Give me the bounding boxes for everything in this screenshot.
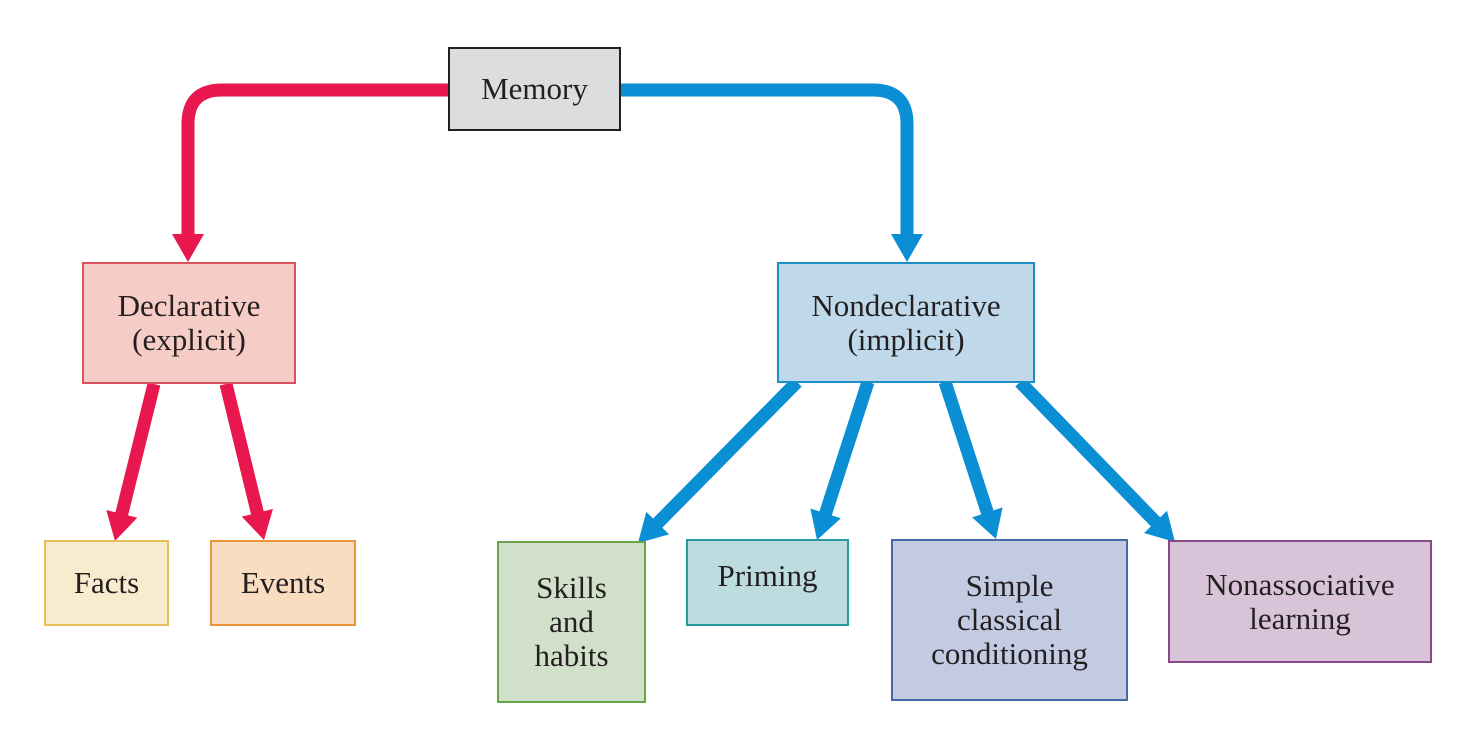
node-nonassociative-label: Nonassociative learning [1205,566,1395,636]
node-memory-label: Memory [481,71,588,106]
node-events: Events [210,540,356,626]
node-priming-label: Priming [717,558,818,593]
edge-declarative-to-events-arrowhead [241,509,273,540]
edge-declarative-to-facts [114,382,161,520]
node-events-label: Events [240,565,326,600]
edge-nondeclarative-to-classical [938,379,995,519]
edge-nondeclarative-to-skills [650,377,802,531]
edge-memory-to-nondeclarative-arrowhead [891,234,923,262]
node-classical: Simple classical conditioning [891,539,1128,701]
node-declarative: Declarative (explicit) [82,262,296,384]
edge-declarative-to-events [219,382,265,519]
edge-memory-to-nondeclarative [619,83,914,236]
node-skills: Skills and habits [497,541,646,703]
node-nondeclarative: Nondeclarative (implicit) [777,262,1035,383]
node-nonassociative: Nonassociative learning [1168,540,1432,663]
node-nondeclarative-label: Nondeclarative (implicit) [811,287,1001,357]
node-facts: Facts [44,540,169,626]
edge-memory-to-declarative [181,83,450,236]
edge-nondeclarative-to-skills-arrowhead [638,511,670,543]
node-skills-label: Skills and habits [534,570,609,673]
node-memory: Memory [448,47,621,131]
edge-nondeclarative-to-priming [818,380,875,520]
edge-nondeclarative-to-priming-arrowhead [810,508,841,540]
node-classical-label: Simple classical conditioning [931,568,1088,671]
node-facts-label: Facts [73,565,140,600]
edge-nondeclarative-to-nonassociative [1015,377,1163,530]
edge-memory-to-declarative-arrowhead [172,234,204,262]
edge-nondeclarative-to-nonassociative-arrowhead [1144,510,1175,542]
edge-nondeclarative-to-classical-arrowhead [972,507,1003,539]
edge-declarative-to-facts-arrowhead [106,509,138,541]
node-priming: Priming [686,539,849,626]
node-declarative-label: Declarative (explicit) [117,288,261,357]
